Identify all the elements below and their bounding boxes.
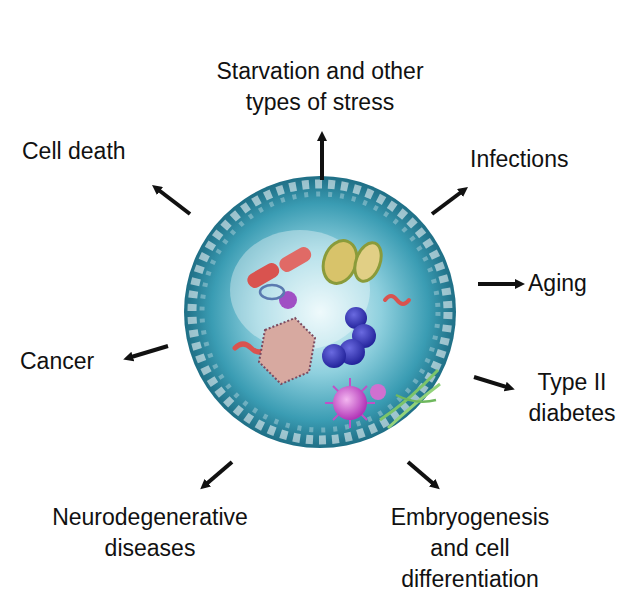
virus-particle <box>325 378 375 428</box>
outcome-label: Starvation and other types of stress <box>195 56 445 118</box>
cytoskeleton <box>380 370 438 420</box>
arrow <box>320 136 324 180</box>
nucleus-lobe <box>322 344 346 368</box>
vesicle <box>350 239 386 285</box>
virus-particle <box>333 386 367 420</box>
cytoskeleton <box>388 384 440 428</box>
protein-aggregate <box>259 318 315 384</box>
arrow <box>432 190 464 214</box>
membrane-texture <box>192 184 448 440</box>
outcome-label: Neurodegenerative diseases <box>30 502 270 564</box>
arrow <box>156 188 190 214</box>
cytoskeleton <box>396 395 436 402</box>
mitochondrion <box>277 244 314 274</box>
outcome-label: Cell death <box>22 136 192 167</box>
outcome-label: Aging <box>528 268 628 299</box>
arrow <box>128 346 168 358</box>
outcome-label: Embryogenesis and cell differentiation <box>385 502 555 595</box>
outcome-label: Type II diabetes <box>514 367 630 429</box>
arrow <box>204 462 232 486</box>
cell-membrane <box>184 176 456 448</box>
arrow <box>408 462 436 486</box>
arrow <box>478 282 520 286</box>
protein-chain <box>385 296 409 304</box>
organelle <box>260 285 284 299</box>
outcome-label: Cancer <box>20 346 124 377</box>
arrow <box>474 377 510 388</box>
virus-particle <box>370 384 386 400</box>
outcome-label: Infections <box>470 144 620 175</box>
membrane-texture <box>202 194 438 430</box>
organelle <box>279 291 297 309</box>
